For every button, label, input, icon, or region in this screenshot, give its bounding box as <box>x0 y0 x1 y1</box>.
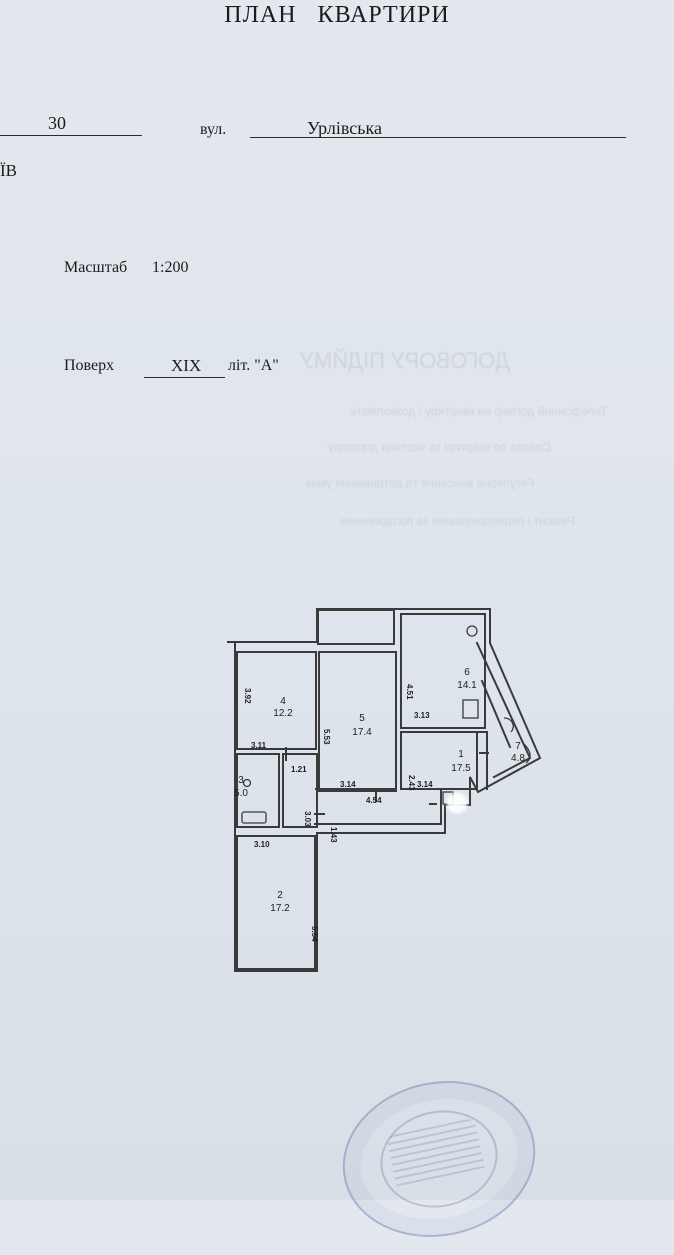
floor-plan: 4 12.2 5 17.4 6 14.1 1 17.5 7 4.8 3 5.0 … <box>220 598 580 990</box>
house-number-line <box>0 135 142 136</box>
room-3-number: 3 <box>238 775 244 786</box>
room-5-area: 17.4 <box>352 727 372 738</box>
room-1-number: 1 <box>458 749 464 760</box>
dimension-303: 3.03 <box>303 811 312 827</box>
room-2-area: 17.2 <box>270 903 290 914</box>
dimension-314a: 3.14 <box>340 780 356 789</box>
bleed-through-text: Телефонний договір на квартиру і дозволя… <box>350 404 608 418</box>
room-6-number: 6 <box>464 667 470 678</box>
street-label: вул. <box>200 121 227 138</box>
dimension-121: 1.21 <box>291 765 307 774</box>
photo-glare <box>444 790 470 816</box>
official-stamp <box>328 1063 550 1255</box>
street-name-line <box>250 137 626 138</box>
floor-value: XIX <box>171 356 202 375</box>
room-4-area: 12.2 <box>273 708 293 719</box>
dimension-311: 3.11 <box>251 741 267 750</box>
dimension-143: 1.43 <box>329 827 338 843</box>
city-fragment: ЇВ <box>0 161 17 180</box>
room-6-area: 14.1 <box>457 680 477 691</box>
room-4-number: 4 <box>280 696 286 707</box>
room-5-number: 5 <box>359 713 365 724</box>
floor-line <box>144 377 225 378</box>
bleed-through-text: Сплата по квартирі та частина договору <box>328 440 551 454</box>
room-1-area: 17.5 <box>451 763 471 774</box>
dimension-314b: 3.14 <box>417 780 433 789</box>
street-name-value: Урлівська <box>307 118 382 138</box>
dimension-554: 5.54 <box>310 926 319 942</box>
room-7-area: 4.8 <box>511 753 525 764</box>
scale-value: 1:200 <box>152 259 189 276</box>
dimension-392: 3.92 <box>243 688 252 704</box>
house-number-value: 30 <box>48 113 66 133</box>
dimension-454: 4.54 <box>366 796 382 805</box>
dimension-310: 3.10 <box>254 840 270 849</box>
page-title: ПЛАН КВАРТИРИ <box>224 2 450 28</box>
room-3-area: 5.0 <box>234 788 248 799</box>
document-page: ДОГОВОРУ ПІДЙМУ Телефонний договір на кв… <box>0 2 626 1255</box>
dimension-553: 5.53 <box>322 729 331 745</box>
dimension-451: 4.51 <box>405 684 414 700</box>
dimension-313: 3.13 <box>414 711 430 720</box>
floor-plan-drawing: 4 12.2 5 17.4 6 14.1 1 17.5 7 4.8 3 5.0 … <box>227 608 542 972</box>
floor-label: Поверх <box>64 357 115 374</box>
dimension-243: 2.43 <box>407 775 416 791</box>
bleed-through-text: ДОГОВОРУ ПІДЙМУ <box>300 348 511 373</box>
room-7-number: 7 <box>515 741 521 752</box>
bleed-through-text: Регулярне внесення та дотримання умов <box>305 476 535 490</box>
litera-label: літ. "А" <box>228 357 279 374</box>
scale-label: Масштаб <box>64 259 128 276</box>
room-2-number: 2 <box>277 890 283 901</box>
bleed-through-text: Ремонт і перепланування за погодженням <box>340 514 575 528</box>
